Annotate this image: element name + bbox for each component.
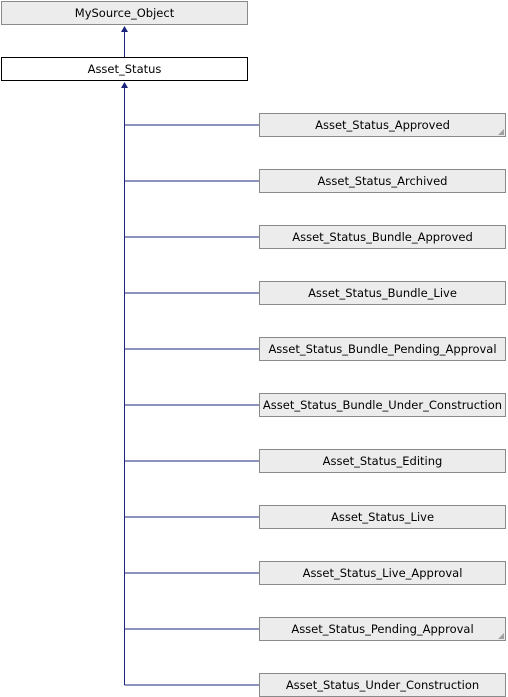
node-label: Asset_Status_Bundle_Pending_Approval (268, 342, 497, 356)
collapsed-indicator-icon (498, 129, 504, 135)
inheritance-arrow-icon (121, 26, 128, 32)
inheritance-arrow-icon (121, 82, 128, 88)
node-asset-status-live-approval[interactable]: Asset_Status_Live_Approval (259, 561, 506, 585)
node-label: Asset_Status_Pending_Approval (291, 622, 474, 636)
node-label: Asset_Status_Under_Construction (285, 678, 480, 692)
node-asset-status-bundle-live[interactable]: Asset_Status_Bundle_Live (259, 281, 506, 305)
node-label: Asset_Status_Bundle_Live (308, 286, 457, 300)
node-label: Asset_Status_Archived (317, 174, 448, 188)
node-label: Asset_Status_Live (330, 510, 435, 524)
node-asset-status: Asset_Status (1, 57, 248, 81)
node-label: Asset_Status_Bundle_Under_Construction (262, 398, 503, 412)
node-label: Asset_Status_Editing (322, 454, 443, 468)
collapsed-indicator-icon (498, 633, 504, 639)
node-asset-status-bundle-pending-approval[interactable]: Asset_Status_Bundle_Pending_Approval (259, 337, 506, 361)
node-label: Asset_Status_Approved (315, 118, 450, 132)
node-asset-status-archived[interactable]: Asset_Status_Archived (259, 169, 506, 193)
node-asset-status-bundle-under-construction[interactable]: Asset_Status_Bundle_Under_Construction (259, 393, 506, 417)
node-mysource-object[interactable]: MySource_Object (1, 1, 248, 25)
node-label: Asset_Status_Live_Approval (302, 566, 463, 580)
node-label: MySource_Object (74, 6, 175, 20)
node-asset-status-editing[interactable]: Asset_Status_Editing (259, 449, 506, 473)
node-asset-status-approved[interactable]: Asset_Status_Approved (259, 113, 506, 137)
node-label: Asset_Status (87, 62, 162, 76)
node-asset-status-bundle-approved[interactable]: Asset_Status_Bundle_Approved (259, 225, 506, 249)
node-asset-status-pending-approval[interactable]: Asset_Status_Pending_Approval (259, 617, 506, 641)
node-asset-status-under-construction[interactable]: Asset_Status_Under_Construction (259, 673, 506, 697)
node-asset-status-live[interactable]: Asset_Status_Live (259, 505, 506, 529)
node-label: Asset_Status_Bundle_Approved (292, 230, 473, 244)
